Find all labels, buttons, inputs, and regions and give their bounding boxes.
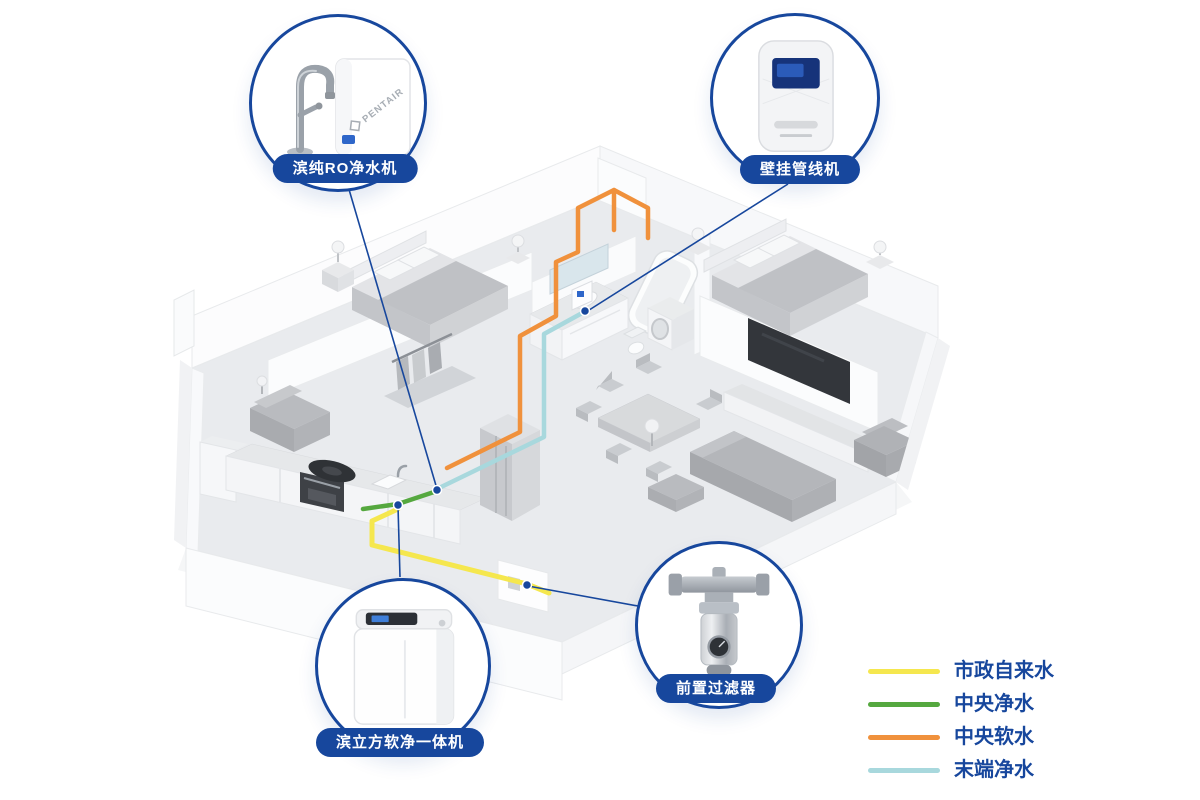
pipe-legend: 市政自来水 中央净水 中央软水 末端净水 bbox=[868, 660, 1054, 781]
legend-label: 中央软水 bbox=[954, 726, 1034, 748]
washing-machine bbox=[647, 297, 694, 351]
sofa-left bbox=[250, 375, 330, 452]
legend-label: 中央净水 bbox=[954, 693, 1034, 715]
tv bbox=[748, 318, 850, 404]
legend-item-municipal-water: 市政自来水 bbox=[868, 660, 1054, 682]
label-wall-dispenser: 壁挂管线机 bbox=[739, 155, 861, 184]
kitchen-sink bbox=[370, 474, 408, 490]
terminal-purified-swatch bbox=[868, 767, 940, 773]
legend-item-central-soft: 中央软水 bbox=[868, 726, 1054, 748]
prefilter-illustration bbox=[668, 567, 770, 676]
label-text: 滨立方软净一体机 bbox=[335, 734, 465, 751]
pipe-central-soft-branch bbox=[611, 187, 651, 241]
label-prefilter: 前置过滤器 bbox=[655, 674, 777, 703]
legend-item-central-purified: 中央净水 bbox=[868, 693, 1054, 715]
closet-clothes bbox=[384, 332, 476, 408]
pipe-central-soft bbox=[444, 187, 617, 471]
bathroom-mirror bbox=[549, 243, 609, 295]
bed-right bbox=[684, 218, 894, 336]
ro-display bbox=[342, 135, 355, 144]
armchair bbox=[854, 418, 916, 477]
label-text: 前置过滤器 bbox=[675, 680, 757, 697]
tv-console bbox=[723, 384, 886, 473]
sofa-right bbox=[644, 418, 836, 522]
label-softener: 滨立方软净一体机 bbox=[315, 728, 485, 757]
legend-label: 市政自来水 bbox=[954, 660, 1054, 682]
central-purified-swatch bbox=[868, 701, 940, 707]
dining-set bbox=[576, 353, 722, 482]
bed-left bbox=[343, 230, 508, 348]
pipe-terminal-purified bbox=[434, 309, 587, 492]
kitchen-faucet bbox=[396, 464, 408, 478]
ro-purifier-illustration: PENTAIR bbox=[287, 58, 411, 157]
connection-points bbox=[392, 305, 591, 591]
central-soft-swatch bbox=[868, 734, 940, 740]
leader-lines bbox=[347, 183, 789, 607]
wall-dispenser-illustration bbox=[758, 40, 834, 152]
pentair-logo-diamond bbox=[349, 120, 361, 132]
toilet bbox=[622, 326, 648, 355]
legend-item-terminal-purified: 末端净水 bbox=[868, 759, 1054, 781]
label-text: 滨纯RO净水机 bbox=[292, 160, 398, 177]
kitchen bbox=[199, 436, 487, 545]
label-text: 壁挂管线机 bbox=[759, 161, 841, 178]
softener-illustration bbox=[353, 609, 455, 725]
faucet-icon bbox=[287, 64, 335, 157]
dispenser-slot bbox=[774, 120, 818, 129]
nightstand-lamps-left-bedroom bbox=[322, 234, 530, 292]
legend-label: 末端净水 bbox=[954, 759, 1034, 781]
callout-softener bbox=[315, 578, 491, 754]
municipal-water-swatch bbox=[868, 668, 940, 674]
fridge bbox=[480, 414, 540, 521]
label-ro-purifier: 滨纯RO净水机 bbox=[272, 154, 418, 183]
callout-wall-dispenser bbox=[710, 13, 880, 183]
